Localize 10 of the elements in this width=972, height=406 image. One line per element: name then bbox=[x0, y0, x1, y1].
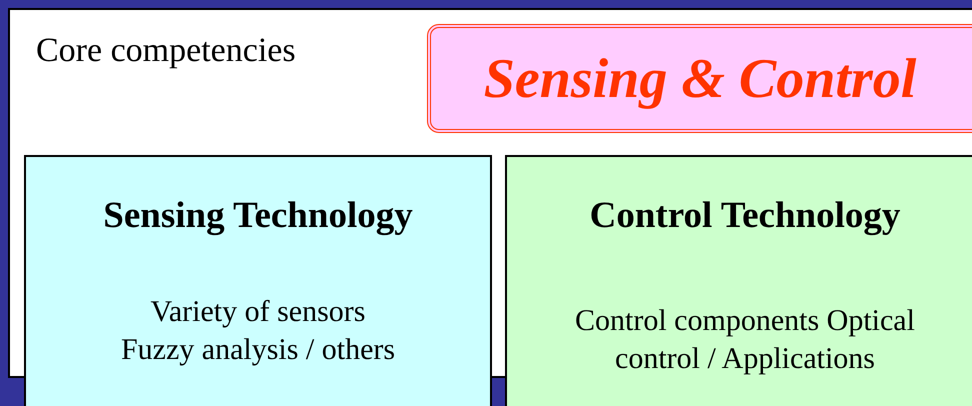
heading-text: Sensing Technology bbox=[102, 194, 414, 238]
technology-box bbox=[505, 155, 972, 406]
title-box bbox=[427, 24, 972, 133]
panel-background bbox=[8, 8, 972, 156]
body-text: Control components Optical control / Applications bbox=[575, 303, 915, 376]
body-text: Variety of sensors Fuzzy analysis / others bbox=[120, 294, 396, 368]
heading-text: Core competencies bbox=[36, 31, 297, 71]
technology-box bbox=[24, 155, 492, 406]
heading-text: Control Technology bbox=[588, 194, 902, 238]
title-text: Sensing & Control bbox=[482, 47, 918, 112]
